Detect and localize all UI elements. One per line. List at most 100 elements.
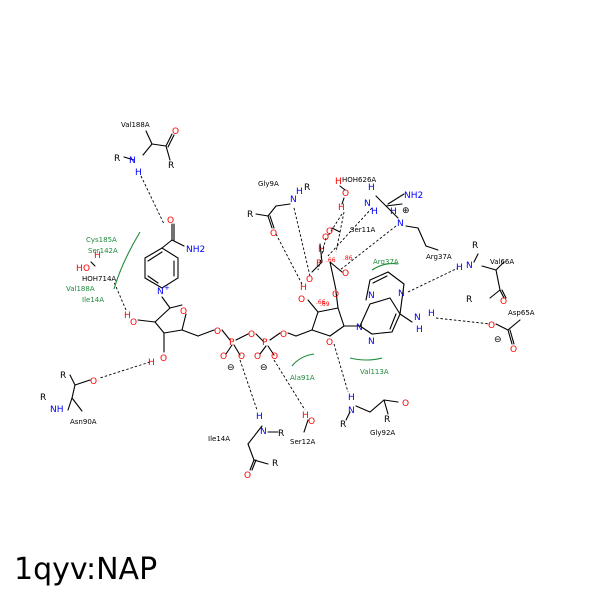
ser12a-label: Ser12A (290, 438, 316, 446)
atom-o: O (402, 399, 409, 409)
atom-h: H (416, 325, 423, 335)
asp65a-fragment: Asp65A O ⊖ O (488, 309, 535, 355)
ser11a-fragment: O Ser11A (317, 226, 376, 271)
atom-o: O (308, 417, 315, 427)
distance-1: .66 (326, 257, 336, 264)
ser12a-fragment: H O Ser12A (290, 411, 316, 446)
atom-o: O (298, 295, 305, 305)
atom-o: O (220, 352, 227, 362)
atom-r: R (466, 295, 472, 305)
atom-o: O (238, 352, 245, 362)
adenosine-ribose: O O O (295, 290, 361, 393)
atom-n: N (356, 323, 363, 333)
atom-r: R (278, 429, 284, 439)
atom-r: R (472, 241, 478, 251)
atom-o: O (90, 377, 97, 387)
atom-nh: N (466, 261, 473, 271)
atom-h: H (256, 412, 263, 422)
charge-plus-circle: ⊕ (402, 206, 410, 216)
hoh714a-label: HOH714A (82, 275, 116, 283)
val66a-fragment: R H N Val66A R O (456, 241, 514, 307)
atom-o: O (160, 354, 167, 364)
atom-o: O (500, 297, 507, 307)
val188a-green-label: Val188A (66, 285, 95, 293)
atom-r: R (247, 210, 253, 220)
atom-h: H (124, 311, 131, 321)
atom-h: H (371, 207, 378, 217)
atom-n: N (397, 219, 404, 229)
distance-4: .69 (320, 301, 330, 308)
atom-h: H (135, 168, 142, 178)
atom-n-plus: N (157, 287, 164, 297)
phosphorus-1: P (229, 338, 235, 348)
charge-minus: ⊖ (227, 363, 235, 373)
atom-h: H (300, 283, 307, 293)
nicotinamide-ribose: O O H O H (99, 281, 215, 379)
atom-o: O (488, 321, 495, 331)
val113a-label: Val113A (360, 368, 389, 376)
atom-o-ring: O (326, 338, 333, 348)
atom-h: H (368, 183, 375, 193)
ser142a-label: Ser142A (88, 247, 118, 255)
atom-nh: N (348, 406, 355, 416)
val66a-label: Val66A (490, 258, 514, 266)
atom-r: R (340, 420, 346, 430)
atom-o: O (271, 352, 278, 362)
atom-h: H (335, 177, 342, 187)
atom-h: H (456, 263, 463, 273)
nicotinamide-ring: O NH2 N + (144, 216, 205, 297)
atom-r: R (40, 393, 46, 403)
atom-h: H (76, 264, 83, 274)
atom-o: O (270, 229, 277, 239)
atom-nh: N (290, 195, 297, 205)
gly9a-fragment: Gly9A R N H R O (247, 180, 311, 285)
gly92a-label: Gly92A (370, 429, 395, 437)
asn90a-label: Asn90A (70, 418, 97, 426)
phosphorus-2: P (262, 338, 268, 348)
atom-r: R (304, 183, 310, 193)
atom-h: H (296, 187, 303, 197)
atom-nh2: NH2 (186, 245, 205, 255)
hoh626a-label: HOH626A (342, 176, 376, 184)
atom-o: O (342, 269, 349, 279)
atom-nh: N (364, 199, 371, 209)
atom-o: O (306, 275, 313, 285)
atom-nh2: NH2 (404, 191, 423, 201)
hoh714a-water: H H O HOH714A (76, 251, 116, 283)
ala91a-label: Ala91A (290, 374, 315, 382)
atom-o: O (130, 318, 137, 328)
atom-r: R (168, 161, 174, 171)
asn90a-fragment: R O R NH Asn90A (40, 371, 97, 426)
atom-o: O (167, 216, 174, 226)
atom-h: H (390, 207, 397, 217)
atom-n: N (398, 289, 405, 299)
atom-o: O (280, 330, 287, 340)
atom-h: H (302, 411, 309, 421)
arg37a-label: Arg37A (426, 253, 452, 261)
ser11a-label: Ser11A (350, 226, 376, 234)
asp65a-label: Asp65A (508, 309, 535, 317)
charge-minus: ⊖ (260, 363, 268, 373)
atom-o: O (83, 264, 90, 274)
charge-plus: + (164, 284, 170, 292)
atom-nh: N (260, 427, 267, 437)
atom-r: R (114, 154, 120, 164)
atom-n: N (368, 291, 375, 301)
atom-o: O (326, 227, 333, 237)
atom-o: O (332, 290, 339, 300)
atom-h: H (94, 251, 101, 261)
arg37a-green-label: Arg37A (373, 258, 399, 266)
atom-o: O (254, 352, 261, 362)
atom-r: R (60, 371, 66, 381)
adenine-ring: N N N N N H H (356, 267, 491, 347)
atom-h: H (148, 358, 155, 368)
diphosphate: O P O P O O O O O ⊖ ⊖ (214, 327, 306, 411)
structure-caption: 1qyv:NAP (14, 552, 158, 587)
atom-r: R (384, 415, 390, 425)
atom-o-ring: O (180, 307, 187, 317)
val188a-top-fragment: Val188A N R H O R (114, 121, 179, 225)
atom-o: O (172, 127, 179, 137)
hydrophobic-contacts-left: Cys185A Ser142A Val188A Ile14A (66, 231, 141, 304)
phosphate-2prime: O P O O H H .66 .86 .66 .69 (300, 233, 353, 308)
